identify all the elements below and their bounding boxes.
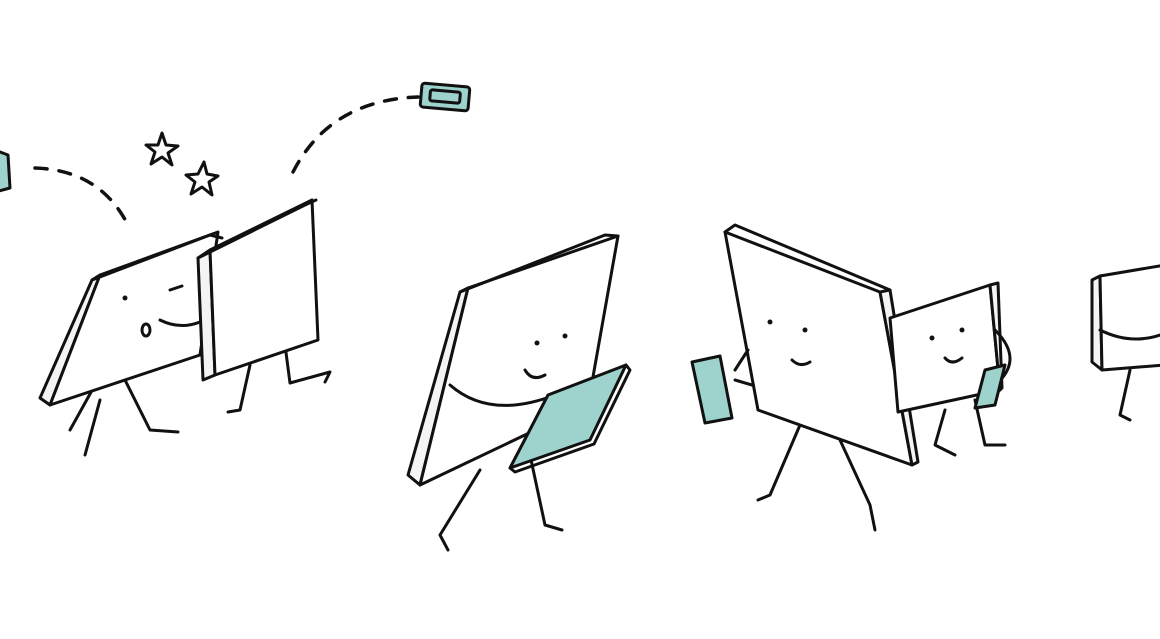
phone-icon <box>690 354 734 425</box>
trajectory-left <box>33 166 130 227</box>
device-character-dizzy <box>38 230 224 457</box>
device-character-phone <box>690 223 920 532</box>
flying-phone-left-icon <box>0 150 12 193</box>
device-character-partial <box>1090 264 1160 422</box>
device-character-tablet <box>406 233 632 552</box>
tablet-icon <box>508 363 632 474</box>
star-icon <box>184 160 220 197</box>
device-character-small <box>888 281 1012 457</box>
flying-phone-icon <box>418 81 472 113</box>
device-character-back <box>196 198 332 414</box>
trajectory-right <box>291 95 420 174</box>
phone-icon <box>973 363 1007 410</box>
star-icon <box>144 131 180 167</box>
